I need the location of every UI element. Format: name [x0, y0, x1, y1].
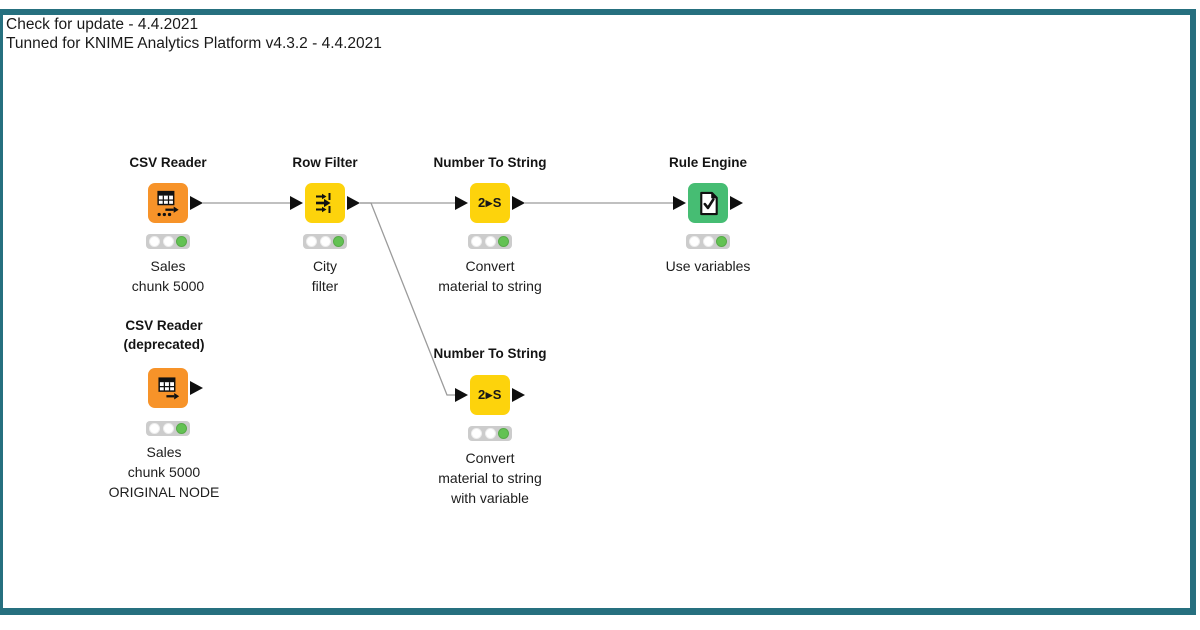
- input-port[interactable]: [673, 196, 686, 210]
- number-to-string-icon: 2▸S: [478, 387, 502, 402]
- input-port[interactable]: [455, 388, 468, 402]
- csv-reader-node-body[interactable]: [148, 183, 188, 223]
- traffic-light: [303, 234, 347, 249]
- traffic-dot-red: [149, 423, 160, 434]
- number-to-string-variable-node-body[interactable]: 2▸S: [470, 375, 510, 415]
- output-port[interactable]: [347, 196, 360, 210]
- node-label-line: filter: [311, 278, 339, 294]
- traffic-dot-green: [498, 428, 509, 439]
- traffic-dot-green: [333, 236, 344, 247]
- node-label-line: Convert: [465, 450, 515, 466]
- node-title: Rule Engine: [668, 155, 747, 170]
- node-label-line: Convert: [465, 258, 515, 274]
- node-label: Use variables: [598, 256, 818, 276]
- traffic-dot-yellow: [484, 236, 496, 247]
- traffic-dot-red: [689, 236, 700, 247]
- traffic-dot-red: [471, 236, 482, 247]
- traffic-dot-red: [471, 428, 482, 439]
- traffic-light: [146, 234, 190, 249]
- annotation-line-2: Tunned for KNIME Analytics Platform v4.3…: [6, 34, 382, 52]
- workflow-annotation[interactable]: Check for update - 4.4.2021 Tunned for K…: [6, 16, 382, 53]
- node-label: Convert material to string: [380, 256, 600, 296]
- node-label-line: chunk 5000: [127, 464, 201, 480]
- node-label-line: chunk 5000: [131, 278, 205, 294]
- node-title: CSV Reader: [129, 155, 207, 170]
- node-label-line: City: [312, 258, 338, 274]
- output-port[interactable]: [190, 381, 203, 395]
- row-filter-node-body[interactable]: [305, 183, 345, 223]
- traffic-dot-green: [176, 423, 187, 434]
- node-title: Number To String: [433, 155, 547, 170]
- traffic-dot-red: [306, 236, 317, 247]
- traffic-dot-yellow: [702, 236, 714, 247]
- traffic-dot-green: [716, 236, 727, 247]
- traffic-dot-red: [149, 236, 160, 247]
- annotation-line-1: Check for update - 4.4.2021: [6, 16, 199, 33]
- node-label-line: Sales: [150, 258, 186, 274]
- output-port[interactable]: [190, 196, 203, 210]
- node-label-line: Sales: [146, 444, 182, 460]
- traffic-dot-green: [498, 236, 509, 247]
- node-title: Row Filter: [292, 155, 358, 170]
- csv-reader-deprecated-node-body[interactable]: [148, 368, 188, 408]
- connection-rowfilter-to-numbertostring-variable[interactable]: [360, 202, 455, 396]
- traffic-light: [686, 234, 730, 249]
- number-to-string-icon: 2▸S: [478, 195, 502, 210]
- node-label: City filter: [215, 256, 435, 296]
- rule-engine-node-body[interactable]: [688, 183, 728, 223]
- traffic-dot-green: [176, 236, 187, 247]
- document-check-icon: [699, 191, 718, 215]
- output-port[interactable]: [512, 196, 525, 210]
- node-title: (deprecated): [123, 337, 205, 352]
- traffic-dot-yellow: [319, 236, 331, 247]
- table-arrow-dots-icon: [156, 190, 179, 216]
- traffic-light: [146, 421, 190, 436]
- number-to-string-node-body[interactable]: 2▸S: [470, 183, 510, 223]
- traffic-dot-yellow: [162, 423, 174, 434]
- node-label: Sales chunk 5000: [58, 256, 278, 296]
- traffic-dot-yellow: [162, 236, 174, 247]
- row-filter-icon: [316, 193, 331, 213]
- table-arrow-icon: [157, 376, 179, 399]
- annotation-border: [0, 9, 1196, 615]
- node-label: Convert material to string with variable: [380, 448, 600, 508]
- node-label-line: with variable: [451, 490, 529, 506]
- input-port[interactable]: [290, 196, 303, 210]
- node-title: Number To String: [433, 346, 547, 361]
- traffic-light: [468, 234, 512, 249]
- traffic-light: [468, 426, 512, 441]
- node-label-line: material to string: [438, 278, 542, 294]
- node-label-line: ORIGINAL NODE: [108, 484, 220, 500]
- node-label-line: Use variables: [665, 258, 751, 274]
- node-title: CSV Reader: [125, 318, 203, 333]
- node-label: Sales chunk 5000 ORIGINAL NODE: [54, 442, 274, 502]
- node-label-line: material to string: [438, 470, 542, 486]
- input-port[interactable]: [455, 196, 468, 210]
- output-port[interactable]: [512, 388, 525, 402]
- output-port[interactable]: [730, 196, 743, 210]
- traffic-dot-yellow: [484, 428, 496, 439]
